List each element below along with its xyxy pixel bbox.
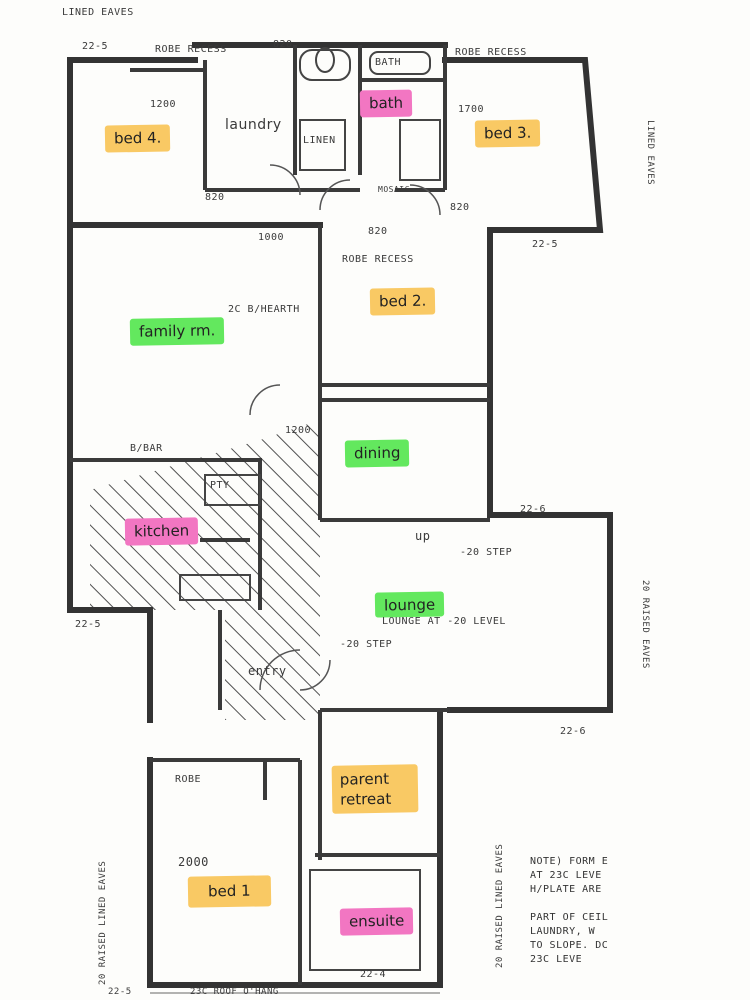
- side-label-left-bottom: 20 RAISED LINED EAVES: [98, 860, 108, 985]
- note-line-1: NOTE) FORM E: [530, 856, 609, 867]
- note-line-7: 23C LEVE: [530, 954, 583, 965]
- room-bed-master: bed 1: [187, 875, 271, 908]
- label-robe-recess-1: ROBE RECESS: [155, 44, 227, 55]
- label-up: up: [415, 529, 431, 543]
- side-label-right-top: LINED EAVES: [645, 120, 655, 186]
- dim-22-5-b: 22-5: [532, 239, 559, 250]
- hatched-area: [90, 420, 320, 720]
- dim-1000: 1000: [258, 232, 285, 243]
- dim-820-b: 820: [205, 192, 225, 203]
- side-label-right-mid: 20 RAISED EAVES: [640, 580, 650, 669]
- dim-1700: 1700: [458, 104, 485, 115]
- label-linen: LINEN: [303, 135, 336, 146]
- label-robe-recess-2: ROBE RECESS: [455, 47, 527, 58]
- dim-820-c: 820: [368, 226, 388, 237]
- room-entry: entry: [248, 664, 287, 678]
- label-breakfast-bar: B/BAR: [130, 443, 163, 454]
- note-line-2: AT 23C LEVE: [530, 870, 602, 881]
- dim-22-5-a: 22-5: [82, 41, 109, 52]
- label-step-20: -20 STEP: [460, 547, 513, 558]
- room-lounge: lounge: [374, 591, 445, 618]
- exterior-walls: [67, 42, 613, 988]
- room-bed-4: bed 4.: [104, 124, 171, 153]
- note-line-3: H/PLATE ARE: [530, 884, 602, 895]
- label-lined-eaves: LINED EAVES: [62, 7, 134, 18]
- room-ensuite: ensuite: [339, 907, 414, 936]
- label-robe-recess-3: ROBE RECESS: [342, 254, 414, 265]
- parent-retreat-line-1: parent: [339, 769, 390, 789]
- dim-2000: 2000: [178, 855, 209, 869]
- label-robe: ROBE: [175, 774, 202, 785]
- room-family: family rm.: [129, 317, 225, 346]
- label-roof-overhang: 23C ROOF O'HANG: [190, 987, 279, 997]
- room-kitchen: kitchen: [124, 517, 199, 546]
- bath-label: BATH: [375, 57, 402, 68]
- fixtures: [179, 47, 441, 971]
- room-dining: dining: [344, 439, 410, 468]
- room-bed-2: bed 2.: [369, 287, 436, 316]
- room-bath: bath: [359, 89, 413, 118]
- dim-22-6-b: 22-6: [560, 726, 587, 737]
- door-swings: [249, 164, 441, 691]
- dim-22-5-d: 22-5: [108, 987, 132, 997]
- dim-1200: 1200: [150, 99, 177, 110]
- dim-22-4: 22-4: [360, 969, 387, 980]
- label-hearth: 2C B/HEARTH: [228, 304, 300, 315]
- lounge-level-note: LOUNGE AT -20 LEVEL: [382, 616, 506, 627]
- dim-820-a: 820: [273, 39, 293, 50]
- side-label-right-bottom: 20 RAISED LINED EAVES: [495, 843, 505, 968]
- note-line-4: PART OF CEIL: [530, 912, 609, 923]
- label-mosaic: MOSAIC: [378, 185, 410, 194]
- note-line-6: TO SLOPE. DC: [530, 940, 609, 951]
- label-step-20b: -20 STEP: [340, 639, 393, 650]
- label-pantry: PTY: [210, 480, 230, 491]
- dim-22-6-a: 22-6: [520, 504, 547, 515]
- dim-22-5-c: 22-5: [75, 619, 102, 630]
- notes-block: NOTE) FORM E AT 23C LEVE H/PLATE ARE PAR…: [530, 855, 608, 967]
- dim-820-d: 820: [450, 202, 470, 213]
- room-bed-3: bed 3.: [474, 119, 541, 148]
- parent-retreat-line-2: retreat: [340, 789, 392, 809]
- dim-1200-b: 1200: [285, 425, 312, 436]
- room-laundry: laundry: [225, 117, 282, 133]
- room-parent-retreat: parent retreat: [331, 764, 419, 814]
- note-line-5: LAUNDRY, W: [530, 926, 596, 937]
